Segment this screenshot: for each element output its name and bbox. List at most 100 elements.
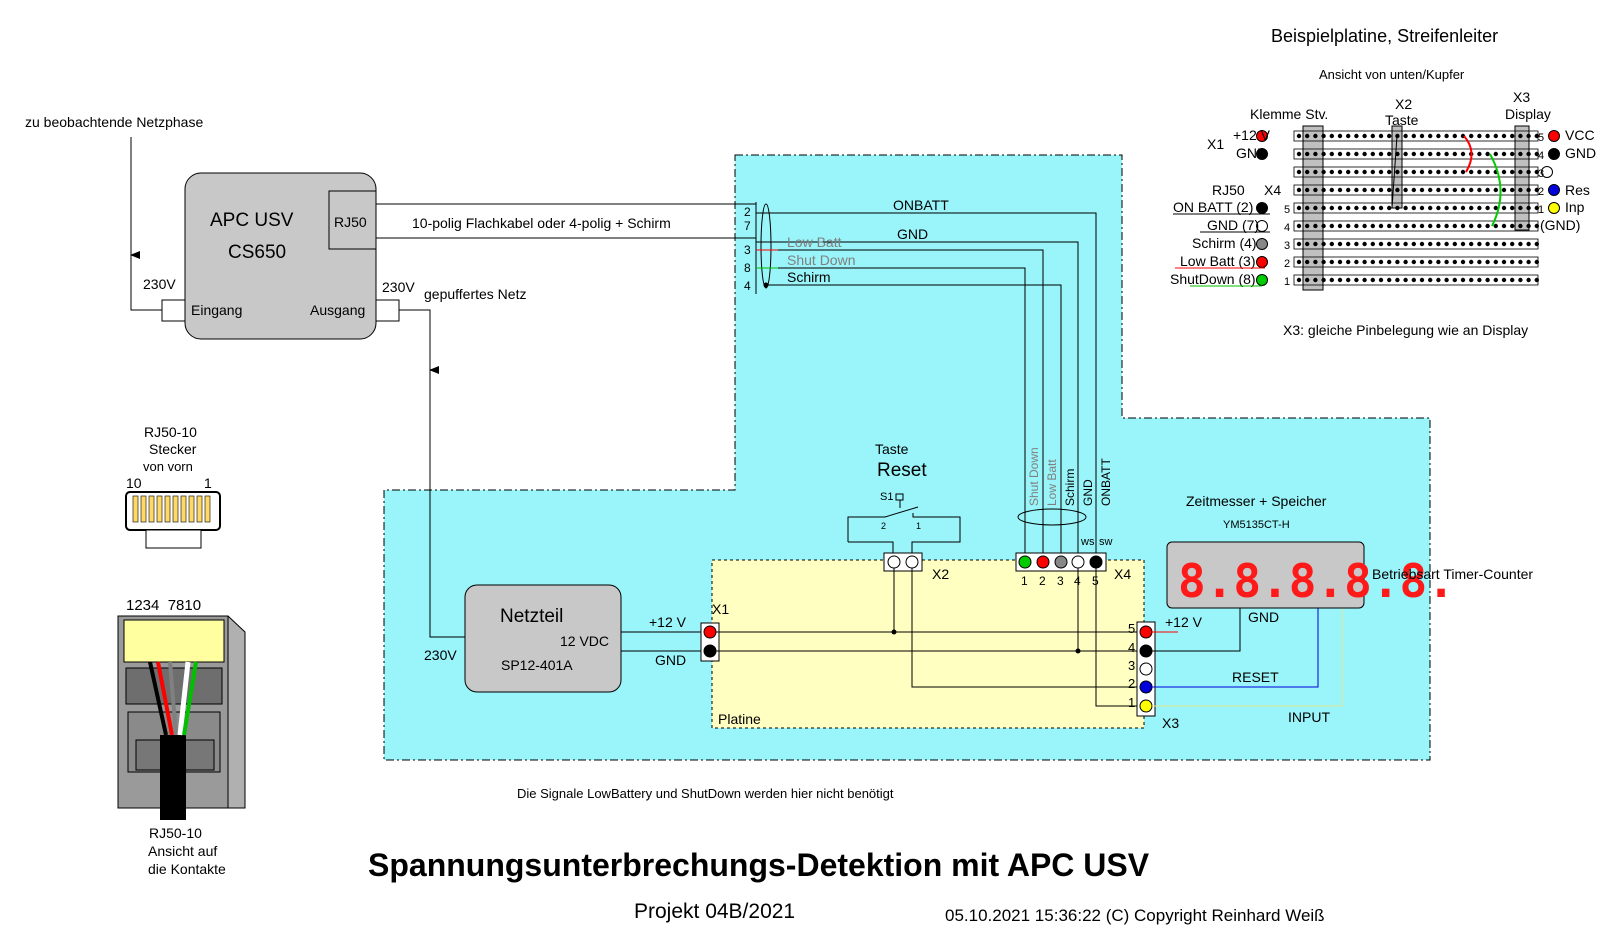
svg-text:die Kontakte: die Kontakte — [148, 861, 226, 877]
svg-text:8: 8 — [744, 261, 751, 275]
svg-text:RJ50-10: RJ50-10 — [144, 424, 197, 440]
terminal-dot — [1256, 256, 1268, 268]
schirm-wire-label: Schirm — [787, 269, 831, 285]
v230-psu: 230V — [424, 647, 457, 663]
page-title: Spannungsunterbrechungs-Detektion mit AP… — [368, 847, 1150, 883]
svg-text:VCC: VCC — [1565, 127, 1595, 143]
note-text: Die Signale LowBattery und ShutDown werd… — [517, 786, 894, 801]
svg-text:Shut Down: Shut Down — [1027, 447, 1041, 506]
svg-text:+12 V: +12 V — [1233, 127, 1271, 143]
svg-text:X1: X1 — [1207, 136, 1224, 152]
terminal-dot — [1256, 274, 1268, 286]
svg-text:2: 2 — [744, 205, 751, 219]
svg-text:2: 2 — [1039, 574, 1046, 588]
svg-text:7: 7 — [744, 219, 751, 233]
svg-text:3: 3 — [1057, 574, 1064, 588]
svg-text:+12 V: +12 V — [649, 614, 687, 630]
svg-text:1: 1 — [1021, 574, 1028, 588]
x4-label: X4 — [1114, 566, 1131, 582]
svg-text:4: 4 — [744, 279, 751, 293]
svg-text:GND: GND — [1236, 145, 1267, 161]
svg-text:1234 7810: 1234 7810 — [126, 597, 201, 614]
cyan-area — [383, 154, 1431, 761]
terminal-dot — [1256, 238, 1268, 250]
v230-in: 230V — [143, 276, 176, 292]
svg-text:GND: GND — [1565, 145, 1596, 161]
psu-box — [464, 584, 622, 693]
svg-text:Taste: Taste — [875, 441, 909, 457]
svg-text:GND (7): GND (7) — [1207, 217, 1259, 233]
shutdown-wire-label: Shut Down — [787, 252, 855, 268]
taste-lead — [1391, 135, 1398, 209]
left-pin-number: 3 — [1284, 240, 1290, 252]
buffered-label: gepuffertes Netz — [424, 286, 526, 302]
svg-text:RESET: RESET — [1232, 669, 1279, 685]
svg-text:GND: GND — [1248, 609, 1279, 625]
svg-text:X2: X2 — [1395, 96, 1412, 112]
terminal-dot — [1256, 202, 1268, 214]
svg-text:1: 1 — [916, 521, 921, 531]
betriebsart-label: Betriebsart Timer-Counter — [1372, 566, 1533, 582]
left-pin-number: 4 — [1284, 222, 1290, 234]
svg-text:Schirm: Schirm — [1063, 469, 1077, 506]
right-pin-number: 3 — [1538, 168, 1544, 180]
x1-label: X1 — [712, 601, 729, 617]
display-module — [1166, 541, 1365, 609]
svg-text:10: 10 — [126, 475, 142, 491]
svg-text:RJ50-10: RJ50-10 — [149, 825, 202, 841]
board-footnote: X3: gleiche Pinbelegung wie an Display — [1283, 322, 1528, 338]
svg-text:Res: Res — [1565, 182, 1590, 198]
x3-label: X3 — [1162, 715, 1179, 731]
right-pin-number: 1 — [1538, 204, 1544, 216]
lowbatt-wire-label: Low Batt — [787, 234, 842, 250]
svg-text:S1: S1 — [880, 491, 893, 503]
board-title: Beispielplatine, Streifenleiter — [1271, 26, 1498, 46]
svg-text:Display: Display — [1505, 106, 1551, 122]
svg-text:SP12-401A: SP12-401A — [501, 657, 573, 673]
left-pin-number: 5 — [1284, 204, 1290, 216]
svg-text:5: 5 — [1128, 621, 1135, 636]
rj50-port — [328, 190, 377, 250]
ups-name: APC USV — [210, 210, 294, 231]
svg-text:Inp: Inp — [1565, 199, 1585, 215]
terminal-dot — [1548, 184, 1560, 196]
right-pin-number: 4 — [1538, 150, 1544, 162]
svg-text:YM5135CT-H: YM5135CT-H — [1223, 519, 1290, 531]
terminal-dot — [1256, 148, 1268, 160]
jumper-green — [1489, 153, 1502, 227]
terminal-dot — [1548, 202, 1560, 214]
display-digits: 8.8.8.8.8. — [1178, 554, 1455, 608]
svg-text:2: 2 — [1128, 676, 1135, 691]
svg-text:von vorn: von vorn — [143, 459, 193, 474]
svg-text:3: 3 — [1128, 658, 1135, 673]
terminal-dot — [1548, 148, 1560, 160]
svg-text:INPUT: INPUT — [1288, 709, 1330, 725]
right-pin-number: 2 — [1538, 186, 1544, 198]
right-pin-number: 5 — [1538, 132, 1544, 144]
svg-text:1: 1 — [1128, 695, 1135, 710]
svg-text:RJ50: RJ50 — [1212, 182, 1245, 198]
svg-text:Low Batt: Low Batt — [1045, 459, 1059, 506]
ausgang-label: Ausgang — [310, 302, 365, 318]
reset-title: Reset — [877, 460, 927, 481]
svg-text:ws: ws — [1080, 536, 1095, 548]
rj50-front-contacts — [132, 495, 211, 523]
left-pin-number: 2 — [1284, 258, 1290, 270]
svg-text:Taste: Taste — [1385, 112, 1419, 128]
svg-text:(GND): (GND) — [1540, 217, 1580, 233]
svg-text:sw: sw — [1099, 536, 1113, 548]
svg-text:3: 3 — [744, 243, 751, 257]
svg-text:ON BATT (2): ON BATT (2) — [1173, 199, 1253, 215]
rj50-plug-3d — [117, 615, 246, 820]
svg-text:1: 1 — [204, 475, 212, 491]
platine-label: Platine — [718, 711, 761, 727]
project-label: Projekt 04B/2021 — [634, 900, 795, 923]
svg-text:X4: X4 — [1264, 182, 1281, 198]
left-pin-number: 1 — [1284, 276, 1290, 288]
svg-text:12 VDC: 12 VDC — [560, 633, 609, 649]
cable-label: 10-polig Flachkabel oder 4-polig + Schir… — [412, 215, 671, 231]
ups-model: CS650 — [228, 242, 286, 263]
eingang-label: Eingang — [191, 302, 242, 318]
v230-out: 230V — [382, 279, 415, 295]
